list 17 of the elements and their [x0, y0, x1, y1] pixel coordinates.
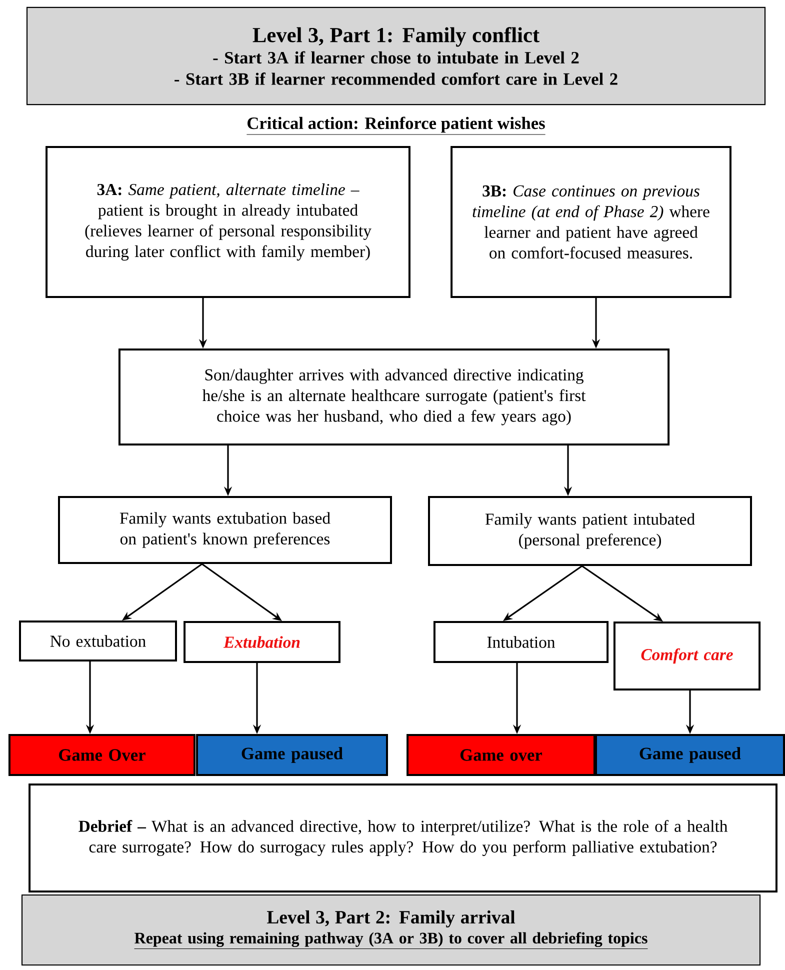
process-box: 3A: Same patient, alternate timeline – patient is brought in already intubated (relieves learner of personal responsibility during later conflict with family member) [46, 146, 410, 298]
outcome-bar: Game paused [595, 734, 785, 776]
process-box: Family wants extubation based on patient's known preferences [58, 496, 392, 564]
process-box: Family wants patient intubated (personal preference) [428, 496, 752, 566]
outcome-bar: Game Over [8, 734, 196, 776]
process-box: Son/daughter arrives with advanced directive indicating he/she is an alternate healthcare surrogate (patient's first choice was her husband, who died a few years ago) [118, 348, 670, 446]
choice-box: Extubation [184, 621, 340, 663]
debrief-box: Debrief – What is an advanced directive, how to interpret/utilize? What is the role of a health care surrogate? How do surrogacy rules apply? How do you perform palliative extubation? [28, 784, 778, 892]
process-box: 3B: Case continues on previous timeline (at end of Phase 2) where learner and patient have agreed on comfort-focused measures. [450, 146, 732, 298]
choice-box: Intubation [433, 621, 609, 663]
footer-box: Level 3, Part 2: Family arrival Repeat using remaining pathway (3A or 3B) to cover all debriefing topics [21, 894, 761, 966]
choice-box: Comfort care [613, 622, 761, 690]
choice-box: No extubation [19, 620, 177, 662]
outcome-bar: Game paused [196, 734, 388, 776]
section-heading: Critical action: Reinforce patient wishes [246, 116, 546, 135]
header-box: Level 3, Part 1: Family conflict - Start 3A if learner chose to intubate in Level 2 - Start 3B if learner recommended comfort care in Level 2 [26, 6, 766, 106]
outcome-bar: Game over [406, 734, 596, 776]
